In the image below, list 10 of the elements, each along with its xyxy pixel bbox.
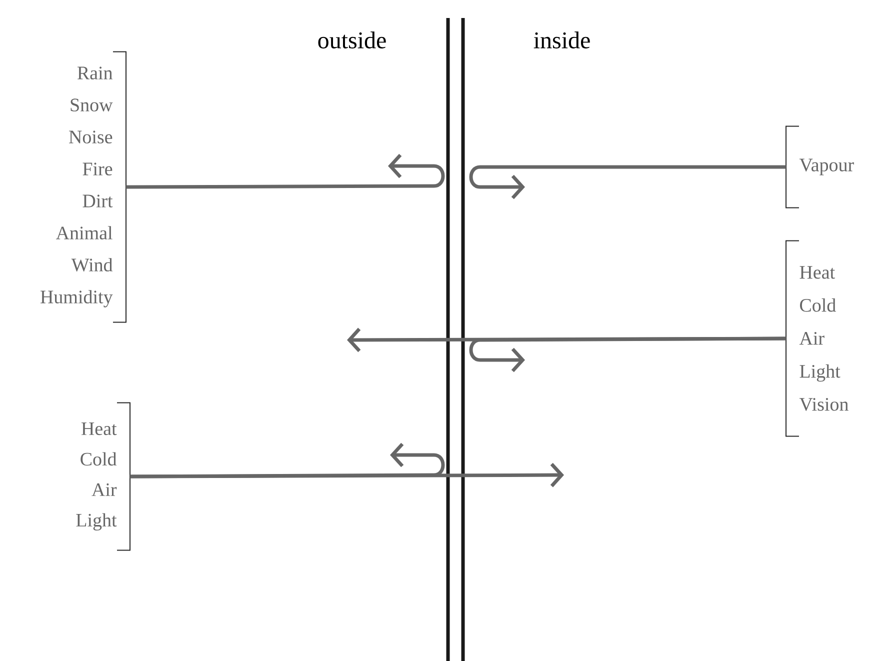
arrow [130, 442, 445, 478]
side-label: outside [318, 32, 386, 48]
arrow [126, 154, 445, 189]
side-label: inside [534, 32, 590, 48]
bracketed-list: Heat Cold Air Light Vision [786, 240, 848, 437]
arrow [469, 336, 786, 372]
bracketed-list: Heat Cold Air Light [76, 402, 130, 551]
bracketed-list: Rain Snow Noise Fire Dirt Animal Wind Humidity [40, 51, 126, 323]
arrow [469, 165, 786, 200]
bracketed-list: Vapour [786, 126, 854, 208]
